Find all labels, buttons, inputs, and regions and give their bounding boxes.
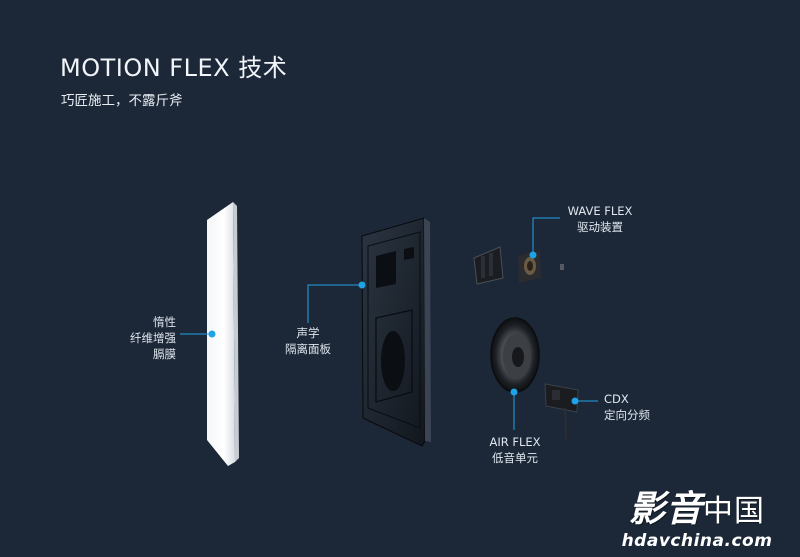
cdx-label-line: 定向分频: [604, 407, 674, 423]
panel-label-line: 声学: [268, 325, 348, 341]
watermark-mark-main: 影音: [629, 489, 703, 530]
wave-flex-label-line: 驱动装置: [562, 219, 638, 235]
cdx-crossover-board: [545, 384, 578, 440]
membrane-label-line: 膈膜: [108, 346, 176, 362]
air-flex-label-line: 低音单元: [479, 450, 551, 466]
membrane-label-line: 纤维增强: [108, 330, 176, 346]
watermark-url: hdavchina.com: [608, 531, 786, 551]
membrane-label: 惰性 纤维增强 膈膜: [108, 314, 176, 362]
acoustic-isolation-panel: [362, 218, 431, 446]
cdx-callout-dot: [572, 398, 579, 405]
watermark-logo-mark: 影音中国: [608, 491, 786, 531]
wave-flex-driver: [474, 247, 564, 284]
panel-callout-dot: [359, 282, 366, 289]
air-flex-woofer: [491, 318, 539, 392]
hdavchina-watermark: 影音中国 hdavchina.com: [608, 491, 786, 551]
watermark-mark-suffix: 中国: [703, 494, 765, 529]
panel-label: 声学 隔离面板: [268, 325, 348, 357]
panel-callout-line: [308, 285, 362, 323]
panel-label-line: 隔离面板: [268, 341, 348, 357]
air-flex-label-line: AIR FLEX: [479, 434, 551, 450]
cdx-label-line: CDX: [604, 391, 674, 407]
wave-flex-callout-line: [533, 218, 560, 255]
wave-flex-label: WAVE FLEX 驱动装置: [562, 203, 638, 235]
air-flex-label: AIR FLEX 低音单元: [479, 434, 551, 466]
membrane-label-line: 惰性: [108, 314, 176, 330]
cdx-label: CDX 定向分频: [604, 391, 674, 423]
membrane-callout-dot: [209, 331, 216, 338]
wave-flex-label-line: WAVE FLEX: [562, 203, 638, 219]
air-flex-callout-dot: [511, 389, 518, 396]
wave-flex-callout-dot: [530, 252, 537, 259]
